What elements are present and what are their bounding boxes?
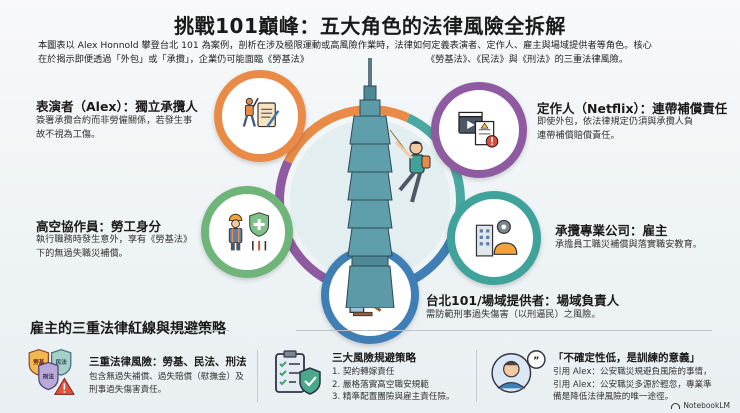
card-title-quote: 「不確定性低，是訓練的意義」 [553, 352, 700, 364]
intro-line-1: 本圖表以 Alex Honnold 攀登台北 101 為案例，剖析在涉及極限運動… [38, 40, 652, 51]
strategy-item: 3. 精準配置團險與雇主責任險。 [332, 392, 455, 403]
card-title-strategies: 三大風險規避策略 [332, 352, 416, 364]
role-ring-client [431, 82, 527, 178]
divider [476, 350, 477, 402]
brand-label: NotebookLM [683, 401, 730, 410]
card-text-quote: 引用 Alex：公安職災規避負風險的事情，引用 Alex：公安職災多源於輕忽，專… [553, 367, 712, 403]
strategy-list: 1. 契約轉嫁責任 2. 嚴格落實高空職安規範 3. 精準配置團險與雇主責任險。 [332, 366, 492, 404]
divider [257, 350, 258, 402]
role-desc-venue: 需防範刑事過失傷害（以刑逼民）之風險。 [426, 309, 601, 320]
role-ring-company [447, 191, 541, 285]
card-text-risks: 包含無過失補償、過失賠償（慰撫金）及刑事過失傷害責任。 [89, 372, 244, 395]
speaker-quote-icon: ” [491, 350, 546, 393]
taipei-101-tower-icon [345, 58, 395, 308]
checklist-shield-icon [275, 350, 321, 395]
building-gear-helmet-icon [475, 219, 518, 257]
role-desc-client: 即使外包，依法律規定仍須與承攬人負連帶補償賠償責任。 [537, 116, 694, 141]
role-desc-company: 承擔員工職災補償與落實職安教育。 [555, 239, 702, 250]
notebooklm-brand: NotebookLM [671, 401, 730, 410]
climber-contract-icon [243, 98, 280, 128]
role-title-company: 承攬專業公司：雇主 [555, 223, 668, 238]
divider [171, 330, 229, 331]
card-title-risks: 三重法律風險：勞基、民法、刑法 [89, 356, 247, 368]
role-title-performer: 表演者（Alex）：獨立承攬人 [36, 99, 198, 114]
strategy-item: 2. 嚴格落實高空職安規範 [332, 379, 429, 390]
role-title-client: 定作人（Netflix）：連帶補償責任 [537, 101, 728, 116]
svg-text:刑法: 刑法 [42, 372, 55, 380]
worker-shield-tools-icon [229, 212, 270, 251]
role-ring-worker [201, 186, 293, 278]
svg-text:”: ” [533, 355, 539, 366]
section-title: 雇主的三重法律紅線與規避策略 [30, 321, 226, 337]
page-title: 挑戰101巔峰：五大角色的法律風險全拆解 [174, 14, 566, 38]
divider [296, 330, 712, 331]
triple-shield-warning-icon: 勞基 民法 刑法 [28, 348, 75, 395]
intro-text: 本圖表以 Alex Honnold 攀登台北 101 為案例，剖析在涉及極限運動… [38, 39, 698, 67]
role-title-worker: 高空協作員：勞工身分 [36, 219, 162, 234]
notebooklm-logo-icon [671, 402, 681, 409]
svg-text:民法: 民法 [56, 358, 68, 366]
intro-line-2a: 在於揭示即便透過「外包」或「承攬」，企業仍可能面臨《勞基法》 [38, 54, 310, 65]
climber-figure-icon [389, 129, 431, 203]
strategy-item: 1. 契約轉嫁責任 [332, 367, 395, 377]
svg-text:勞基: 勞基 [33, 358, 45, 366]
film-clapper-warning-icon [458, 112, 499, 148]
role-title-venue: 台北101/場域提供者：場域負責人 [426, 293, 620, 308]
intro-line-2b: 《勞基法》、《民法》與《刑法》的三重法律風險。 [426, 54, 629, 65]
role-ring-performer [214, 70, 306, 162]
role-desc-performer: 簽署承攬合約而非勞僱關係，若發生事故不視為工傷。 [36, 115, 193, 140]
role-desc-worker: 執行職務時發生意外，享有《勞基法》下的無過失職災補償。 [36, 234, 188, 259]
